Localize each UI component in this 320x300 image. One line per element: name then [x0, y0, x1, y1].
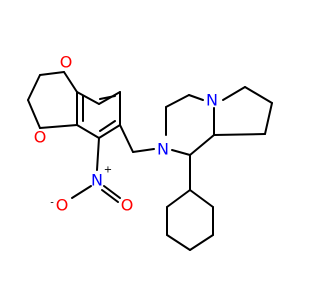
chemical-structure-diagram: O O N N N O O + - [27, 52, 273, 251]
bond-ring-4 [98, 124, 121, 139]
bond-cy-4 [189, 234, 214, 251]
bond-pyr-1 [222, 86, 246, 101]
bond-ring-inner-2 [99, 120, 116, 132]
bond-ring-ch2 [119, 124, 134, 153]
bond-pyr-3 [264, 102, 273, 135]
bond-dioxole-5 [39, 124, 78, 129]
bond-nitro-o-double-b [101, 189, 119, 203]
molecule-svg: O O N N N O O + - [27, 53, 273, 251]
charge-nitro-plus: + [104, 165, 112, 176]
bond-pip-3 [188, 94, 204, 101]
bond-pip-6 [171, 149, 191, 156]
bond-dioxole-2 [39, 71, 65, 76]
bond-cy-1 [166, 189, 191, 208]
bond-dioxole-4 [27, 99, 41, 129]
atom-n-piperazine: N [157, 140, 169, 159]
bond-ring-1 [76, 91, 100, 105]
bond-nitro-o-double-a [103, 185, 121, 199]
bond-ring-inner-3 [99, 95, 116, 100]
bond-dioxole-1 [63, 71, 78, 93]
bond-pyr-4 [213, 133, 266, 136]
atom-n-nitro: N [91, 171, 103, 190]
atom-n-bridge: N [206, 91, 218, 110]
bond-pip-2 [165, 94, 190, 108]
bond-pip-5 [189, 134, 215, 156]
bond-ring-nitro [96, 137, 100, 171]
bond-cy-3 [166, 234, 191, 251]
atom-o-bottom: O [34, 128, 47, 147]
atom-o-top: O [60, 53, 73, 72]
atom-o-nitro-minus: O [56, 196, 69, 215]
bond-dioxole-3 [27, 74, 41, 101]
bond-cy-6 [189, 189, 214, 208]
atom-labels: O O N N N O O + - [34, 53, 218, 215]
bond-pyr-2 [244, 86, 273, 104]
charge-oxygen-minus: - [50, 198, 54, 209]
bond-ring-3 [76, 124, 100, 139]
bonds [27, 71, 273, 251]
atom-o-nitro-double: O [121, 196, 134, 215]
bond-nitro-o-single [71, 185, 92, 199]
bond-ch2-n [132, 148, 155, 153]
